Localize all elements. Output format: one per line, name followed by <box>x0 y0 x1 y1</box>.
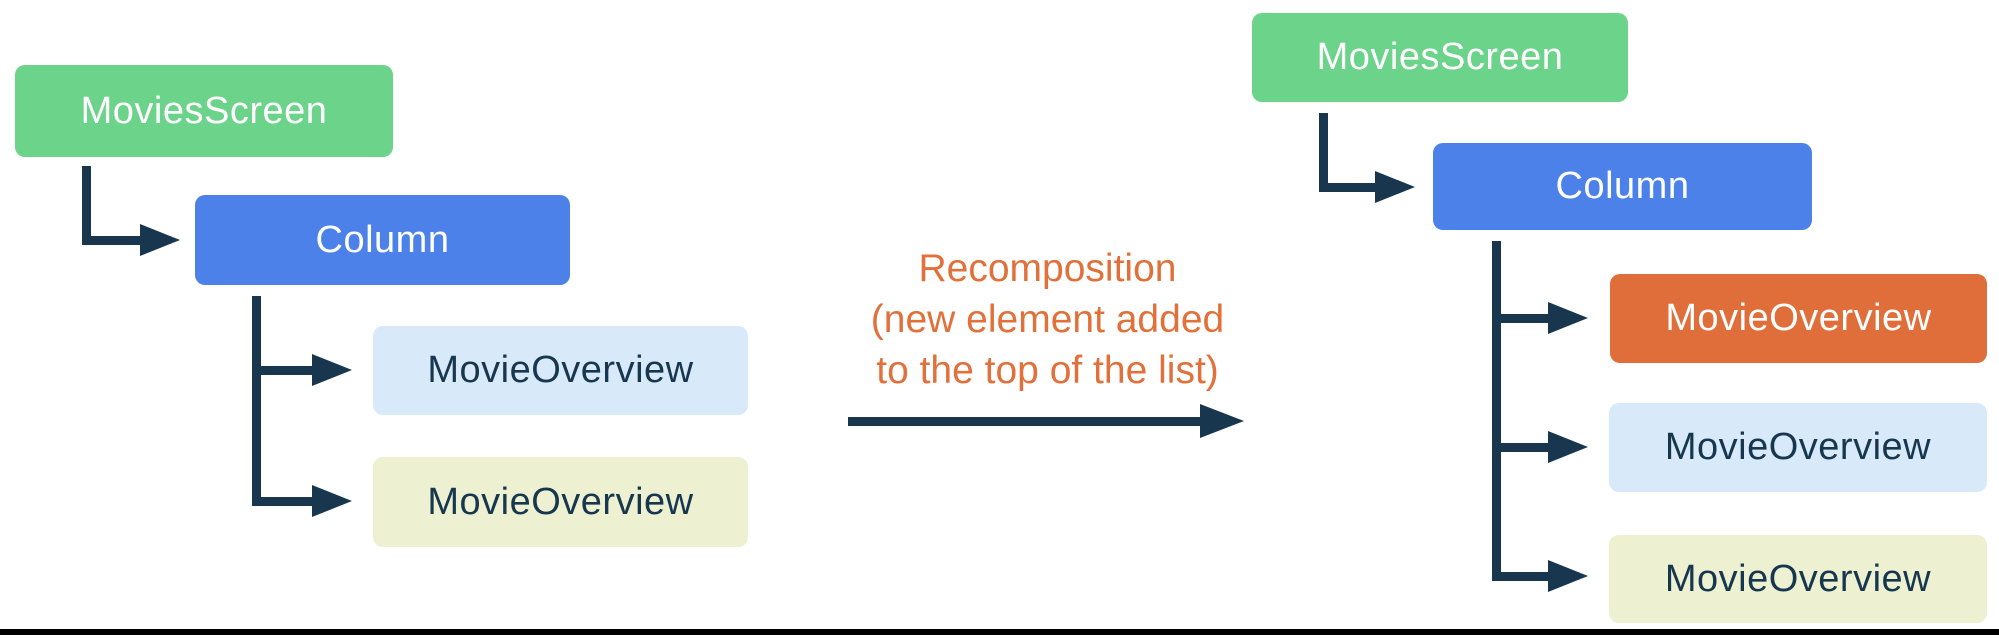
connector-children-vertical <box>1492 241 1501 581</box>
connector-branch-horizontal <box>1492 314 1552 323</box>
node-movieoverview-new: MovieOverview <box>1610 274 1987 363</box>
connector-branch-horizontal <box>1492 443 1552 452</box>
recomposition-label-line3: to the top of the list) <box>876 349 1219 392</box>
arrow-right-icon <box>312 485 352 517</box>
recomposition-label-line2: (new element added <box>870 298 1225 341</box>
arrow-right-icon <box>1375 171 1415 203</box>
bottom-rule <box>0 629 1999 635</box>
arrow-right-icon <box>1200 404 1244 438</box>
connector-branch-horizontal <box>252 366 314 375</box>
arrow-right-icon <box>1548 431 1588 463</box>
connector-root-vertical <box>82 166 91 245</box>
arrow-right-icon <box>140 224 180 256</box>
recomposition-label-line1: Recomposition <box>918 247 1177 290</box>
node-moviesscreen: MoviesScreen <box>15 65 393 157</box>
node-movieoverview-2: MovieOverview <box>1609 535 1987 623</box>
node-moviesscreen: MoviesScreen <box>1252 13 1628 102</box>
arrow-right-icon <box>1548 560 1588 592</box>
connector-root-vertical <box>1319 113 1328 192</box>
node-movieoverview-1: MovieOverview <box>373 326 748 415</box>
arrow-right-icon <box>312 354 352 386</box>
node-column: Column <box>195 195 570 285</box>
arrow-right-icon <box>1548 302 1588 334</box>
connector-root-horizontal <box>82 236 142 245</box>
connector-branch-horizontal <box>252 497 314 506</box>
node-movieoverview-2: MovieOverview <box>373 457 748 547</box>
connector-branch-horizontal <box>1492 572 1552 581</box>
node-movieoverview-1: MovieOverview <box>1609 403 1987 492</box>
connector-children-vertical <box>252 296 261 506</box>
connector-root-horizontal <box>1319 183 1379 192</box>
recomposition-arrow-shaft <box>848 417 1203 426</box>
node-column: Column <box>1433 143 1812 230</box>
recomposition-label: Recomposition (new element added to the … <box>800 243 1295 396</box>
